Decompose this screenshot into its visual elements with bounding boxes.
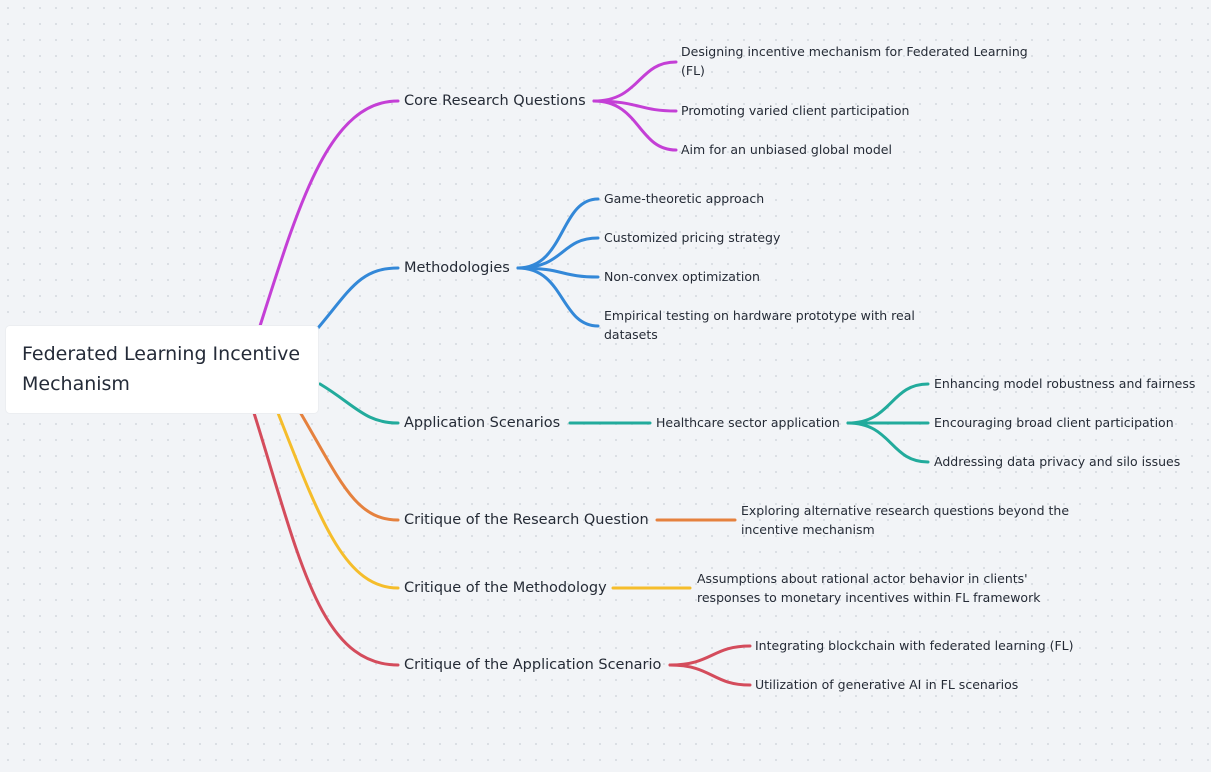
leaf-promoting-varied-participation[interactable]: Promoting varied client participation [681,103,910,118]
leaf-blockchain-integration[interactable]: Integrating blockchain with federated le… [755,638,1074,653]
leaf-unbiased-global-model[interactable]: Aim for an unbiased global model [681,142,892,157]
leaf-model-robustness-fairness[interactable]: Enhancing model robustness and fairness [934,376,1196,391]
methodologies-child-connector [516,197,600,270]
leaf-customized-pricing-strategy[interactable]: Customized pricing strategy [604,230,781,245]
leaf-data-privacy-silo[interactable]: Addressing data privacy and silo issues [934,454,1181,469]
leaf-alternative-research-questions[interactable]: Exploring alternative research questions… [741,503,1070,518]
methodologies-child-connector [516,266,600,328]
branch-critique-methodology[interactable]: Critique of the Methodology [404,580,607,596]
branch-critique-application-scenario[interactable]: Critique of the Application Scenario [404,657,662,673]
leaf-alternative-research-questions-cont[interactable]: incentive mechanism [741,522,875,537]
leaf-designing-incentive-mechanism[interactable]: Designing incentive mechanism for Federa… [681,44,1028,59]
branch-application-scenarios[interactable]: Application Scenarios [404,415,561,431]
application-branch-lines [318,382,930,464]
methodologies-branch-lines [316,197,600,330]
leaf-empirical-testing-cont[interactable]: datasets [604,327,658,342]
critique-application-branch-lines [252,411,752,687]
leaf-game-theoretic-approach[interactable]: Game-theoretic approach [604,191,765,206]
core-branch-lines [258,60,678,328]
critique-research-branch-lines [298,410,737,522]
leaf-empirical-testing[interactable]: Empirical testing on hardware prototype … [604,308,915,323]
methodologies-child-connector [516,236,600,270]
branch-critique-research-question[interactable]: Critique of the Research Question [404,512,649,528]
application-child-connector [846,382,930,425]
root-node-title: Federated Learning Incentive Mechanism [22,343,301,395]
critique-methodology-branch-connector [276,411,400,590]
branch-core-research-questions[interactable]: Core Research Questions [404,93,586,109]
branch-methodologies[interactable]: Methodologies [404,260,510,276]
leaf-designing-incentive-mechanism-cont[interactable]: (FL) [681,63,705,78]
application-branch-connector [318,382,400,425]
leaf-generative-ai[interactable]: Utilization of generative AI in FL scena… [755,677,1019,692]
core-branch-connector [258,99,400,328]
core-child-connector [592,99,678,152]
leaf-non-convex-optimization[interactable]: Non-convex optimization [604,269,760,284]
application-child-connector [846,421,930,464]
critique-application-child-connector [668,663,752,687]
node-healthcare-sector-application[interactable]: Healthcare sector application [656,415,840,430]
leaf-broad-client-participation[interactable]: Encouraging broad client participation [934,415,1174,430]
root-node[interactable] [6,326,318,413]
critique-application-child-connector [668,644,752,667]
methodologies-branch-connector [316,266,400,330]
critique-research-branch-connector [298,410,400,522]
core-child-connector [592,60,678,103]
leaf-rational-actor-assumptions-cont[interactable]: responses to monetary incentives within … [697,590,1041,605]
leaf-rational-actor-assumptions[interactable]: Assumptions about rational actor behavio… [697,571,1028,586]
critique-application-branch-connector [252,411,400,667]
critique-methodology-branch-lines [276,411,692,590]
